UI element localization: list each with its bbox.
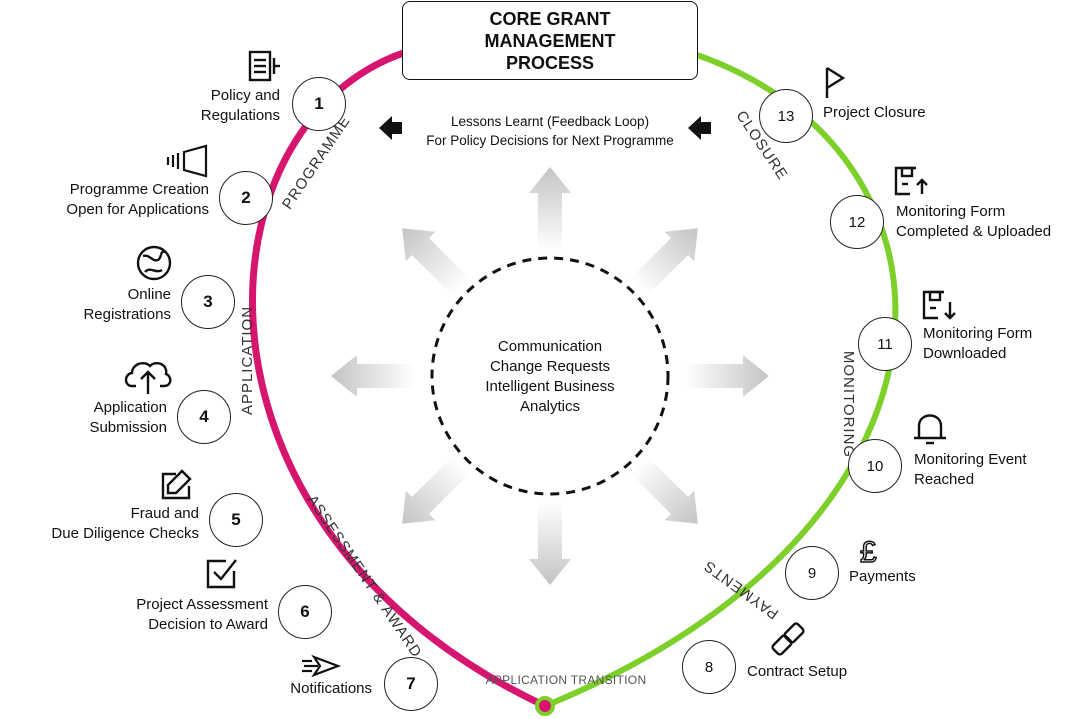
send-icon: [302, 654, 342, 678]
phase-application: APPLICATION: [239, 305, 257, 416]
title-line-2: MANAGEMENT: [484, 30, 616, 51]
radial-arrow: [529, 501, 571, 585]
step-number: 11: [877, 335, 893, 353]
center-line-2: Change Requests: [489, 358, 611, 375]
step-node-2[interactable]: 2: [219, 171, 273, 225]
feedback-arrow-right: [688, 116, 711, 140]
step-node-9[interactable]: 9: [785, 546, 839, 600]
step-label-9: Payments: [849, 568, 916, 585]
step-node-5[interactable]: 5: [209, 493, 263, 547]
step-node-6[interactable]: 6: [278, 585, 332, 639]
radial-arrow: [629, 455, 698, 524]
radial-arrow: [629, 228, 698, 297]
step-number: 2: [241, 188, 251, 207]
step-number: 10: [866, 457, 884, 475]
step-node-1[interactable]: 1: [292, 77, 346, 131]
step-label-7: Notifications: [290, 680, 372, 697]
center-line-1: Communication: [497, 338, 603, 355]
center-text: Communication Change Requests Intelligen…: [450, 337, 650, 417]
step-label-8: Contract Setup: [747, 663, 848, 680]
step-node-4[interactable]: 4: [177, 390, 231, 444]
globe-icon: [136, 245, 172, 281]
step-number: 6: [300, 602, 310, 621]
step-node-10[interactable]: 10: [848, 439, 902, 493]
transition-dot: [535, 696, 555, 716]
pound-icon: £: [860, 536, 877, 569]
step-number: 3: [203, 292, 213, 311]
step-number: 5: [231, 510, 241, 529]
radial-arrow: [685, 355, 769, 397]
feedback-arrow-left: [379, 116, 402, 140]
step-number: 13: [777, 107, 795, 125]
step-node-12[interactable]: 12: [830, 195, 884, 249]
center-line-3: Intelligent Business: [485, 378, 615, 395]
radial-arrow: [402, 228, 471, 297]
step-number: 9: [807, 564, 817, 582]
center-dashed-circle: [430, 256, 670, 496]
cloud-upload-icon: [124, 362, 172, 394]
center-line-4: Analytics: [519, 398, 581, 415]
step-number: 8: [704, 658, 714, 676]
radial-arrow: [331, 355, 415, 397]
step-number: 7: [406, 674, 416, 693]
feedback-line-1: Lessons Learnt (Feedback Loop): [450, 114, 650, 129]
feedback-loop-text: Lessons Learnt (Feedback Loop) For Polic…: [400, 112, 700, 150]
step-node-7[interactable]: 7: [384, 657, 438, 711]
bell-icon: [914, 414, 946, 445]
radial-arrows: [331, 167, 769, 585]
step-node-8[interactable]: 8: [682, 640, 736, 694]
form-upload-icon: [894, 166, 928, 196]
step-node-3[interactable]: 3: [181, 275, 235, 329]
step-number: 1: [314, 94, 324, 113]
title-box: CORE GRANT MANAGEMENT PROCESS: [402, 1, 698, 80]
title-line-3: PROCESS: [505, 52, 595, 73]
step-number: 4: [199, 407, 209, 426]
flag-icon: [825, 66, 846, 98]
checkbox-icon: [206, 559, 237, 589]
title-line-1: CORE GRANT: [489, 8, 611, 29]
radial-arrow: [529, 167, 571, 251]
link-icon: [771, 622, 805, 656]
step-label-13: Project Closure: [823, 104, 926, 121]
megaphone-icon: [166, 144, 208, 178]
document-icon: [248, 50, 280, 82]
phase-monitoring: MONITORING: [840, 350, 858, 459]
radial-arrow: [402, 455, 471, 524]
step-node-11[interactable]: 11: [858, 317, 912, 371]
form-download-icon: [922, 290, 956, 320]
phase-transition: APPLICATION TRANSITION: [485, 673, 647, 687]
step-node-13[interactable]: 13: [759, 89, 813, 143]
edit-icon: [161, 469, 192, 500]
step-number: 12: [848, 213, 866, 231]
feedback-line-2: For Policy Decisions for Next Programme: [426, 133, 674, 148]
